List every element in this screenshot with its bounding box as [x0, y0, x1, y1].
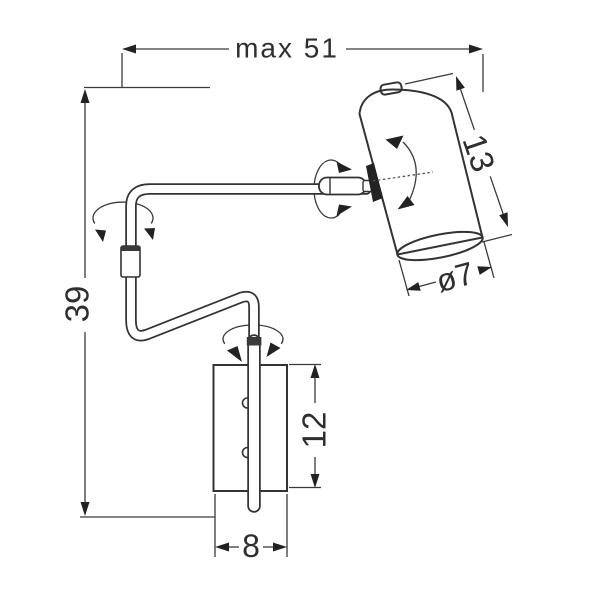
arrow-down-icon [310, 474, 320, 488]
overall-height-label: 39 [59, 286, 96, 323]
arrow-down-icon [499, 212, 508, 227]
shade-diameter-label: ø7 [432, 255, 477, 299]
mount-tube [246, 334, 262, 513]
dimension-line [459, 88, 476, 131]
dimension-plate-height: 12 [289, 363, 333, 489]
shade-rim [396, 230, 484, 262]
rotate-arrow-icon [336, 204, 352, 216]
arm-tube-core [127, 185, 370, 510]
overall-reach-label: max 51 [235, 33, 339, 64]
tilt-arrow-down-icon [397, 196, 415, 210]
rotate-arrow-icon [144, 228, 155, 240]
shade-axis-dotted-line [372, 171, 434, 182]
arrow-left-icon [122, 44, 136, 54]
rotation-arc-arm-bend [92, 201, 154, 224]
plate-width-label: 8 [242, 528, 260, 564]
plate-height-label: 12 [296, 412, 333, 449]
joint-sleeve [318, 176, 373, 196]
arrow-right-icon [273, 542, 287, 552]
extension-line [398, 259, 410, 297]
arrow-left-icon [406, 282, 421, 291]
rotate-arrow-icon [266, 342, 281, 357]
arrow-up-icon [456, 76, 465, 91]
dimension-plate-width: 8 [214, 494, 288, 564]
rotate-arrow-icon [95, 229, 106, 242]
arrow-right-icon [469, 44, 483, 54]
shade-body [358, 88, 484, 256]
arrow-up-icon [310, 364, 320, 378]
dimension-line [489, 176, 504, 215]
dimension-overall-reach: max 51 [84, 33, 484, 92]
extension-line [481, 233, 513, 243]
arrow-down-icon [80, 502, 90, 516]
arrow-left-icon [215, 542, 229, 552]
mount-tube-collar [246, 337, 262, 346]
rotate-arrow-icon [336, 161, 352, 173]
shade-pivot-bracket [366, 163, 383, 202]
dimension-overall-height: 39 [59, 89, 215, 518]
tilt-arc [402, 141, 417, 202]
dimension-line [419, 281, 437, 288]
dimension-shade-length: 13 [404, 72, 513, 243]
arrow-up-icon [80, 89, 90, 103]
rotate-arrow-icon [227, 346, 242, 362]
extension-line [404, 72, 454, 85]
shade-tilt-arrow [385, 135, 417, 210]
arm-sleeve-band [121, 246, 140, 251]
arm-sleeve [120, 245, 141, 278]
arm-tube [125, 183, 372, 512]
extension-line [483, 241, 495, 279]
tilt-arrow-up-icon [385, 135, 404, 149]
shade-knob [379, 81, 403, 96]
joint-sleeve-body [318, 176, 367, 196]
arrow-right-icon [477, 266, 492, 275]
rotation-arrowheads [95, 161, 352, 362]
